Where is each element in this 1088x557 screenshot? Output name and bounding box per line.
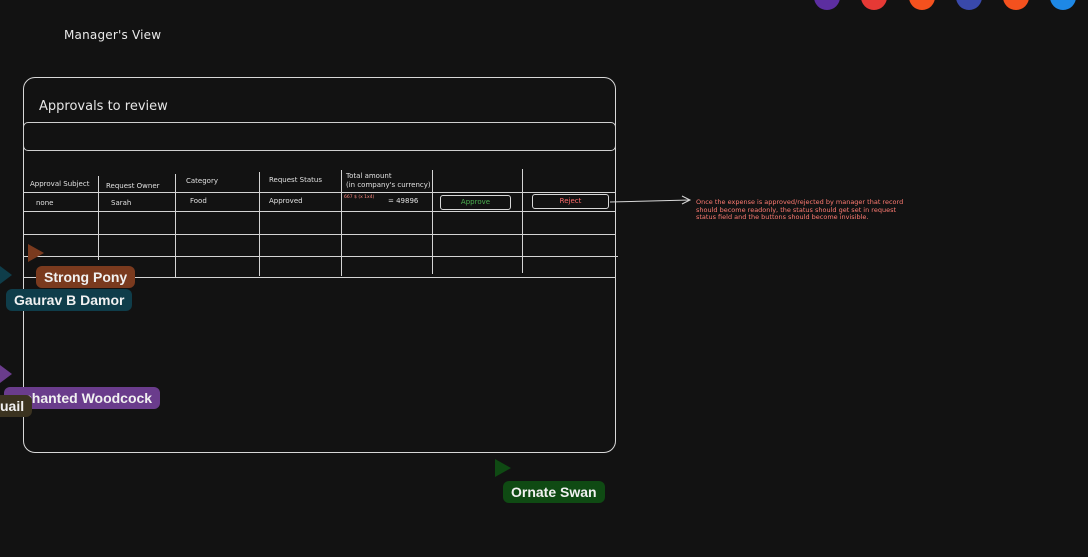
column-divider: [522, 169, 523, 273]
table-row-divider: [24, 211, 616, 212]
header-request-status: Request Status: [269, 176, 322, 184]
cursor-pointer-icon: [0, 365, 12, 383]
collaborator-avatar[interactable]: [814, 0, 840, 10]
column-divider: [341, 170, 342, 276]
collaborator-cursor-label: Strong Pony: [36, 266, 136, 288]
reject-button[interactable]: Reject: [532, 194, 609, 209]
collaborator-avatar[interactable]: [956, 0, 982, 10]
header-category: Category: [186, 177, 218, 185]
column-divider: [98, 176, 99, 260]
frame-title: Approvals to review: [39, 99, 168, 114]
page-title: Manager's View: [64, 28, 162, 42]
annotation-arrow: [609, 195, 692, 205]
cell-status: Approved: [269, 197, 303, 205]
collaborator-avatar[interactable]: [1050, 0, 1076, 10]
column-divider: [259, 172, 260, 276]
table-bottom-line: [24, 277, 616, 278]
collaborator-cursor-label: uail: [0, 395, 33, 417]
table-header-divider: [24, 192, 616, 193]
cursor-pointer-icon: [28, 244, 44, 262]
cell-category: Food: [190, 197, 207, 205]
collaborator-cursor-label: chanted Woodcock: [4, 387, 161, 409]
cell-subject: none: [36, 199, 54, 207]
table-row-divider: [24, 256, 618, 257]
cursor-pointer-icon: [495, 459, 511, 477]
annotation-note: Once the expense is approved/rejected by…: [696, 198, 904, 221]
column-divider: [432, 170, 433, 274]
search-bar[interactable]: [23, 122, 616, 151]
collaborator-avatar[interactable]: [1003, 0, 1029, 10]
collaborator-cursor-label: Ornate Swan: [503, 481, 605, 503]
collaborator-avatar[interactable]: [861, 0, 887, 10]
collaborator-cursor-label: Gaurav B Damor: [6, 289, 133, 311]
cell-amount-total: = 49896: [388, 197, 419, 205]
approve-button[interactable]: Approve: [440, 195, 511, 210]
header-approval-subject: Approval Subject: [30, 180, 90, 188]
table-row-divider: [24, 234, 616, 235]
header-total-amount-note: (in company's currency): [346, 181, 431, 189]
column-divider: [175, 174, 176, 278]
cursor-pointer-icon: [0, 266, 12, 284]
cell-amount-detail: 667 $ (x 1x4): [344, 195, 375, 200]
approvals-frame[interactable]: [23, 77, 616, 453]
header-total-amount: Total amount: [346, 172, 392, 180]
header-request-owner: Request Owner: [106, 182, 160, 190]
cell-owner: Sarah: [111, 199, 132, 207]
collaborator-avatar[interactable]: [909, 0, 935, 10]
